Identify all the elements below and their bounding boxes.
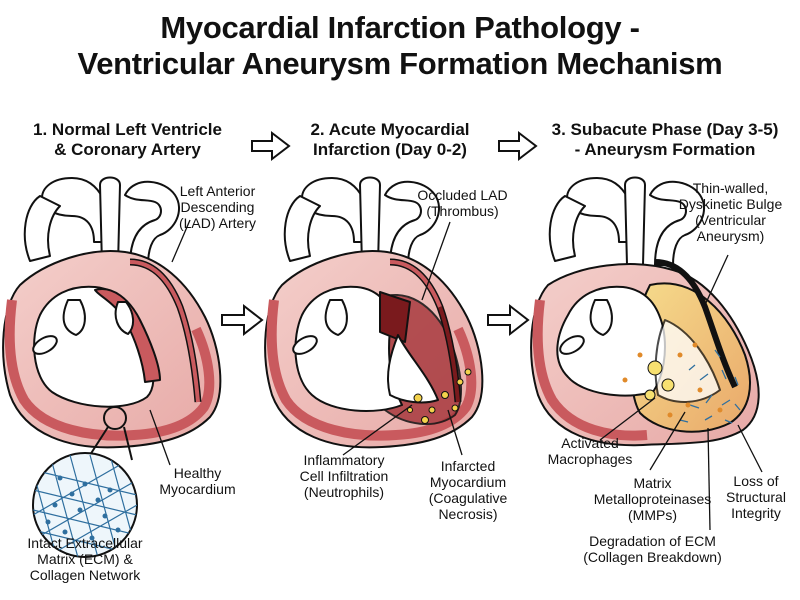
diagram-title-line2: Ventricular Aneurysm Formation Mechanism: [77, 46, 723, 81]
label-line: Thin-walled,: [692, 180, 769, 196]
panel3-heading: 3. Subacute Phase (Day 3-5) - Aneurysm F…: [540, 120, 790, 160]
label-line: Integrity: [731, 505, 781, 521]
label-intact-ecm: Intact Extracellular Matrix (ECM) & Coll…: [5, 535, 165, 583]
label-line: Collagen Network: [29, 567, 141, 583]
label-dyskinetic-bulge: Thin-walled, Dyskinetic Bulge (Ventricul…: [668, 180, 793, 244]
header-arrow-2: [498, 130, 538, 162]
panel2-heading-line1: 2. Acute Myocardial: [310, 120, 470, 139]
label-activated-macrophages: Activated Macrophages: [535, 435, 645, 467]
diagram-title-line1: Myocardial Infarction Pathology -: [160, 10, 640, 45]
heart-normal: [2, 176, 222, 461]
label-mmp: Matrix Metalloproteinases (MMPs): [585, 475, 720, 523]
label-line: Aneurysm): [696, 228, 765, 244]
label-line: (Thrombus): [426, 203, 499, 219]
label-healthy-myocardium: Healthy Myocardium: [150, 465, 245, 497]
panel2-heading-line2: Infarction (Day 0-2): [313, 140, 467, 159]
label-line: Myocardium: [159, 481, 236, 497]
panel1-heading: 1. Normal Left Ventricle & Coronary Arte…: [10, 120, 245, 160]
label-line: (Ventricular: [695, 212, 766, 228]
label-line: Left Anterior: [179, 183, 256, 199]
panel3-heading-line1: 3. Subacute Phase (Day 3-5): [551, 120, 779, 139]
label-line: Degradation of ECM: [589, 533, 716, 549]
label-line: Occluded LAD: [417, 187, 508, 203]
progression-arrow-2: [487, 303, 530, 337]
heart-acute-infarction: [264, 176, 484, 449]
label-line: Loss of: [733, 473, 779, 489]
progression-arrow-1: [221, 303, 264, 337]
label-inflammatory-infiltration: Inflammatory Cell Infiltration (Neutroph…: [285, 452, 403, 500]
panel2-heading: 2. Acute Myocardial Infarction (Day 0-2): [290, 120, 490, 160]
label-line: Activated: [561, 435, 619, 451]
heart-aneurysm: [530, 176, 760, 447]
label-infarcted-myocardium: Infarcted Myocardium (Coagulative Necros…: [418, 458, 518, 522]
label-line: Metalloproteinases: [593, 491, 712, 507]
label-line: Dyskinetic Bulge: [678, 196, 783, 212]
label-line: Myocardium: [429, 474, 507, 490]
label-loss-structural-integrity: Loss of Structural Integrity: [715, 473, 797, 521]
label-line: Infarcted: [440, 458, 496, 474]
header-arrow-1: [251, 130, 291, 162]
label-line: Cell Infiltration: [299, 468, 389, 484]
label-line: Intact Extracellular: [27, 535, 143, 551]
label-line: Matrix (ECM) &: [37, 551, 133, 567]
panel1-heading-line1: 1. Normal Left Ventricle: [33, 120, 222, 139]
label-line: Macrophages: [547, 451, 633, 467]
panel3-heading-line2: - Aneurysm Formation: [574, 140, 756, 159]
label-line: Matrix: [633, 475, 672, 491]
label-line: Healthy: [173, 465, 222, 481]
label-line: Structural: [726, 489, 786, 505]
mmp-stars: [622, 342, 723, 418]
label-line: (LAD) Artery: [178, 215, 256, 231]
neutrophils: [407, 368, 472, 424]
collagen-fragments: [679, 349, 741, 424]
label-line: Necrosis): [438, 506, 498, 522]
label-line: Descending: [180, 199, 255, 215]
label-line: (MMPs): [628, 507, 677, 523]
ecm-inset: [32, 452, 138, 558]
label-occluded-lad: Occluded LAD (Thrombus): [405, 187, 520, 219]
label-line: (Collagen Breakdown): [583, 549, 722, 565]
panel1-heading-line2: & Coronary Artery: [54, 140, 201, 159]
label-line: (Coagulative: [428, 490, 508, 506]
label-line: Inflammatory: [303, 452, 385, 468]
label-ecm-degradation: Degradation of ECM (Collagen Breakdown): [565, 533, 740, 565]
macrophages: [644, 360, 675, 401]
label-lad-artery: Left Anterior Descending (LAD) Artery: [150, 183, 285, 231]
label-line: (Neutrophils): [303, 484, 385, 500]
